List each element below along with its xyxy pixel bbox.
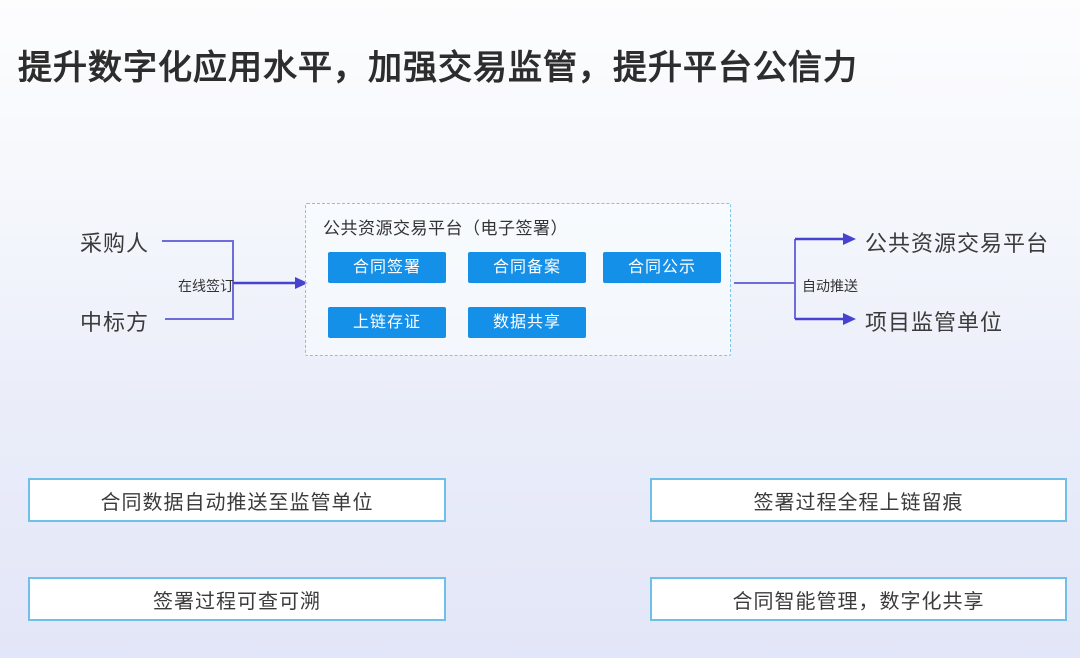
node-winning-bidder: 中标方 <box>80 310 150 335</box>
edge-label-online-signing: 在线签订 <box>178 278 234 294</box>
module-contract-signing: 合同签署 <box>328 252 446 283</box>
feature-smart-management: 合同智能管理，数字化共享 <box>650 577 1067 621</box>
module-data-sharing: 数据共享 <box>468 307 586 338</box>
right-arrow-bottom-head <box>843 313 856 325</box>
module-contract-publicity: 合同公示 <box>603 252 721 283</box>
platform-box: 公共资源交易平台（电子签署） 合同签署 合同备案 合同公示 上链存证 数据共享 <box>305 203 731 356</box>
node-supervision-unit: 项目监管单位 <box>865 310 1004 335</box>
platform-title: 公共资源交易平台（电子签署） <box>323 219 568 238</box>
feature-auto-push-to-regulator: 合同数据自动推送至监管单位 <box>28 478 446 522</box>
right-bracket-line <box>734 239 796 319</box>
edge-label-auto-push: 自动推送 <box>802 278 858 294</box>
feature-traceable-process: 签署过程可查可溯 <box>28 577 446 621</box>
feature-chain-trace: 签署过程全程上链留痕 <box>650 478 1067 522</box>
page-title: 提升数字化应用水平，加强交易监管，提升平台公信力 <box>18 49 858 87</box>
right-arrow-top-head <box>843 233 856 245</box>
node-purchaser: 采购人 <box>80 231 150 256</box>
node-trading-platform: 公共资源交易平台 <box>865 231 1050 256</box>
module-contract-filing: 合同备案 <box>468 252 586 283</box>
module-chain-evidence: 上链存证 <box>328 307 446 338</box>
